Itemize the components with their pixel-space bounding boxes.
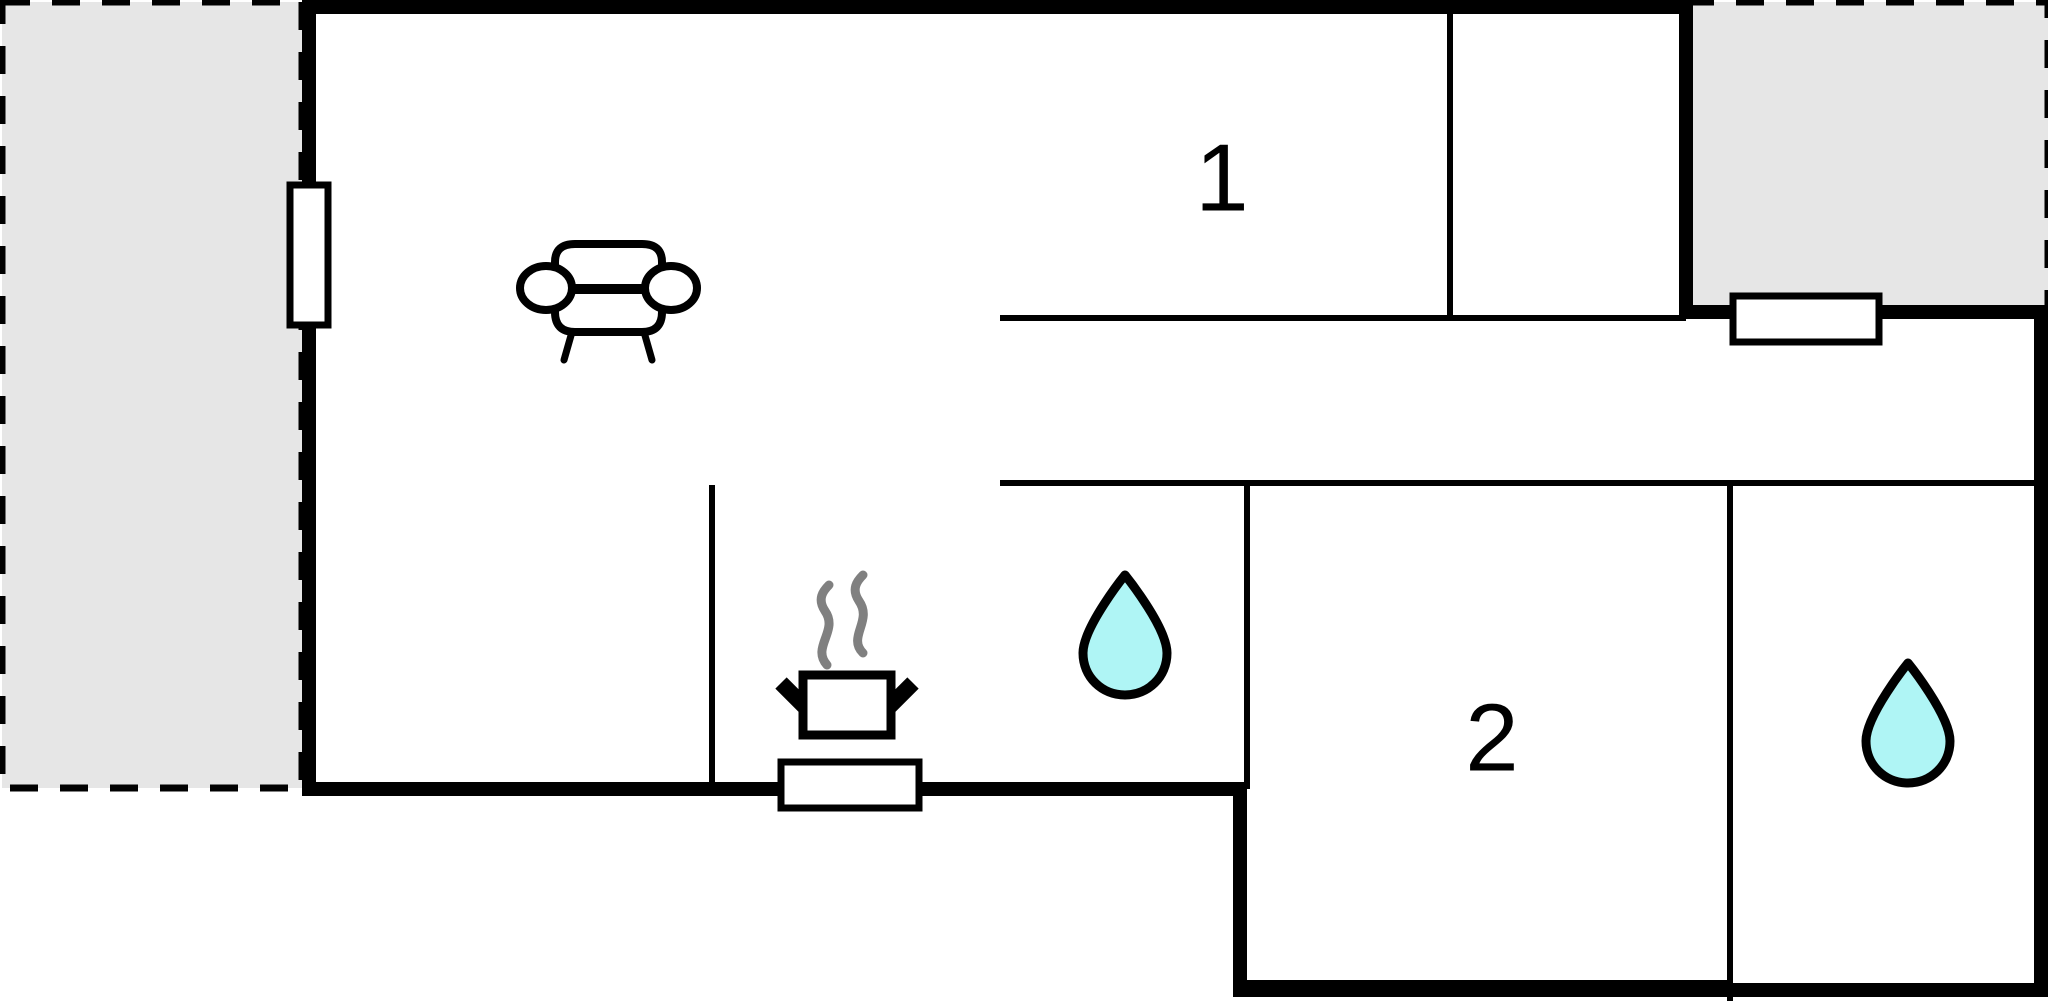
- structural-walls: [302, 0, 2048, 997]
- window-bottom[interactable]: [777, 758, 923, 812]
- window-right[interactable]: [1729, 292, 1883, 346]
- sofa-leg-right: [640, 328, 656, 364]
- openings-group: [286, 181, 1883, 812]
- room-number-1: 1: [1195, 124, 1248, 231]
- sofa-backrest: [551, 240, 666, 294]
- steam-left: [816, 580, 834, 670]
- pot-body: [798, 670, 896, 740]
- cooking-pot-icon: [775, 570, 919, 740]
- terrace-right: [1682, 0, 2048, 316]
- terrace-group: [0, 0, 2048, 792]
- water-drop-shape: [1078, 570, 1172, 700]
- sofa-arm-left: [516, 262, 576, 314]
- sofa-icon: [516, 240, 701, 364]
- window-left[interactable]: [286, 181, 332, 329]
- water-drop-shape: [1861, 658, 1955, 788]
- water-drop-icon: [1861, 658, 1955, 788]
- steam-right: [850, 570, 868, 658]
- terrace-left: [0, 0, 306, 792]
- sofa-arm-right: [641, 262, 701, 314]
- sofa-leg-left: [560, 328, 576, 364]
- water-drop-icon: [1078, 570, 1172, 700]
- room-number-2: 2: [1465, 684, 1518, 791]
